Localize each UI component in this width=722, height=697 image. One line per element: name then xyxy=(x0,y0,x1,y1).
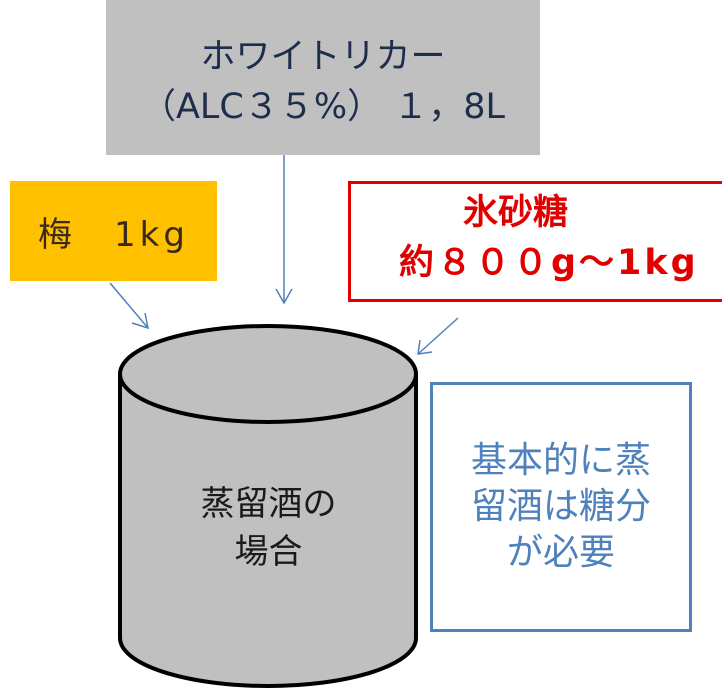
arrow-ume-to-vessel xyxy=(109,282,149,330)
vessel-body xyxy=(118,374,418,688)
rock-sugar-amount: 約８００g～1kg xyxy=(399,242,699,283)
white-liquor-box: ホワイトリカー （ALC３５%） １，8L xyxy=(106,0,540,155)
white-liquor-volume: （ALC３５%） １，8L xyxy=(140,86,506,127)
ume-label: 梅 1kg xyxy=(38,214,189,255)
vessel-cylinder xyxy=(118,324,418,688)
rock-sugar-label: 氷砂糖 xyxy=(463,192,569,233)
arrow-sugar-to-vessel xyxy=(417,317,459,355)
vessel-label-line1: 蒸留酒の xyxy=(200,484,337,524)
note-line3: が必要 xyxy=(506,532,615,573)
vessel-label-line2: 場合 xyxy=(234,532,303,572)
note-line1: 基本的に蒸 xyxy=(470,440,651,481)
vessel-label: 蒸留酒の 場合 xyxy=(120,480,417,576)
vessel-top xyxy=(118,324,418,424)
white-liquor-label: ホワイトリカー xyxy=(200,36,446,77)
arrow-liquor-to-vessel xyxy=(275,142,293,305)
rock-sugar-box: 氷砂糖 約８００g～1kg xyxy=(348,181,722,302)
ume-box: 梅 1kg xyxy=(10,181,217,281)
note-box: 基本的に蒸 留酒は糖分 が必要 xyxy=(430,382,692,632)
note-line2: 留酒は糖分 xyxy=(470,486,651,527)
